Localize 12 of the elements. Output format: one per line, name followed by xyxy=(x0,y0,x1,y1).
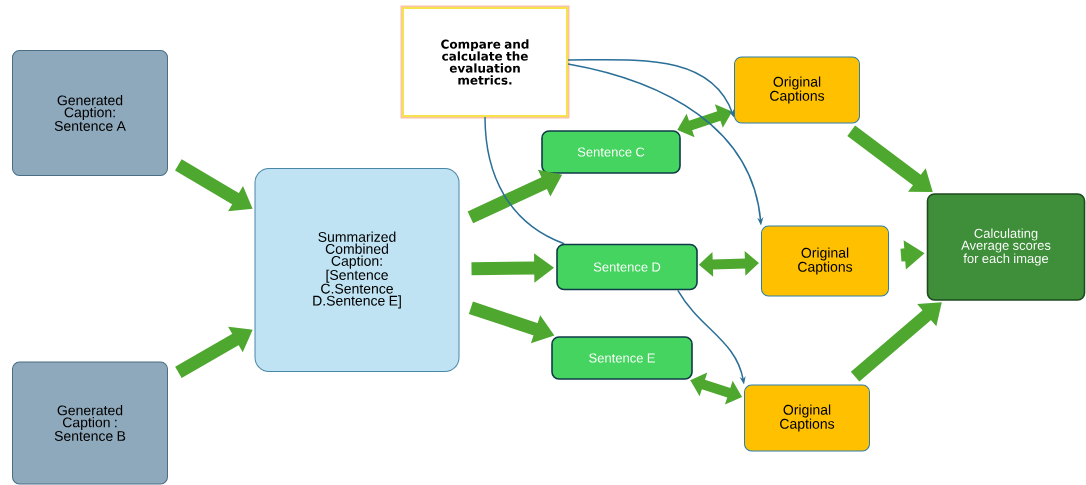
sentence-box: Sentence D xyxy=(556,243,698,291)
caption-box: Original Captions xyxy=(761,225,889,297)
note-box: Compare and calculate the evaluation metrics. xyxy=(400,5,570,119)
caption-box: Original Captions xyxy=(744,384,870,452)
caption-box: Original Captions xyxy=(734,56,860,124)
model-box: Generated Caption : Sentence B xyxy=(12,361,168,485)
result-box: Calculating Average scores for each image xyxy=(926,193,1086,301)
sentence-box: Sentence E xyxy=(551,336,693,380)
sentence-box: Sentence C xyxy=(541,130,681,174)
summary-box: Summarized Combined Caption: [Sentence C.Sentence D.Sentence E] xyxy=(254,168,460,372)
block-arrow xyxy=(850,302,942,382)
model-box: Generated Caption: Sentence A xyxy=(12,50,168,176)
